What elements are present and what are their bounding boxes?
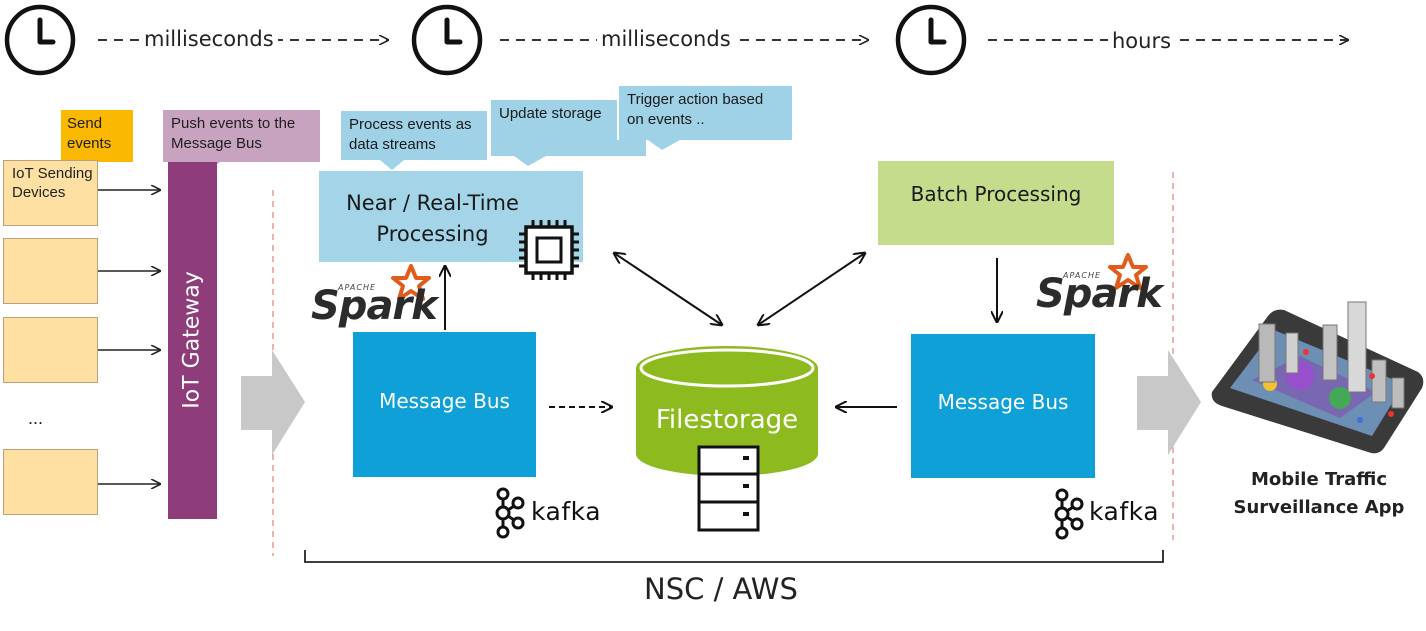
batch-storage-arrow [758,253,865,325]
flow-block-arrow [1137,350,1201,455]
filestorage-label: Filestorage [655,405,799,435]
timeline-label: milliseconds [140,27,278,51]
spark-star-icon [391,264,431,301]
platform-bracket [304,550,1164,563]
send-events-callout: Send events [61,110,133,162]
clock-icon [895,4,967,76]
kafka-logo-text: kafka [1089,497,1160,526]
iot-device-box: IoT Sending Devices [3,160,98,226]
kafka-logo-text: kafka [531,497,602,526]
realtime-storage-arrow [614,253,722,325]
message-bus-left-label: Message Bus [379,389,510,413]
message-bus-left-bg [353,332,536,477]
cpu-chip-icon [519,220,579,280]
kafka-logo-icon [495,487,525,539]
push-events-callout: Push events to the Message Bus [163,110,320,162]
clock-icon [411,4,483,76]
server-icon [697,445,760,532]
batch-box-bg [878,161,1114,245]
timeline-label: hours [1108,29,1176,53]
clock-icon [4,4,76,76]
iot-device-box [3,317,98,383]
spark-logo-text: Spark [1036,271,1163,317]
iot-device-label: IoT Sending Devices [12,165,93,201]
callout-tail [648,140,680,150]
batch-processing-label: Batch Processing [910,182,1082,206]
timeline-label: milliseconds [597,27,735,51]
spark-logo-text: Spark [311,283,438,329]
iot-gateway-bar: IoT Gateway [168,162,217,519]
trigger-action-callout: Trigger action based on events .. [617,86,792,140]
more-devices-ellipsis: ... [28,408,44,428]
platform-label: NSC / AWS [644,572,798,606]
callout-tail [514,156,546,166]
iot-gateway-label: IoT Gateway [179,271,205,409]
mobile-app-label: Mobile Traffic Surveillance App [1233,469,1405,518]
iot-device-box [3,449,98,515]
spark-apache-text: APACHE [1063,271,1102,280]
spark-star-icon [1108,253,1148,290]
iot-device-box [3,238,98,304]
mobile-app-phone-icon [1211,301,1424,454]
filestorage-cylinder [636,346,818,476]
kafka-logo-icon [1054,488,1084,540]
message-bus-right-bg [911,334,1095,478]
realtime-processing-label: Near / Real-Time Processing [346,191,519,246]
spark-apache-text: APACHE [338,283,377,292]
callout-tail [380,160,404,170]
process-streams-callout: Process events as data streams [341,111,487,160]
message-bus-right-label: Message Bus [937,390,1069,414]
flow-block-arrow [241,350,305,455]
